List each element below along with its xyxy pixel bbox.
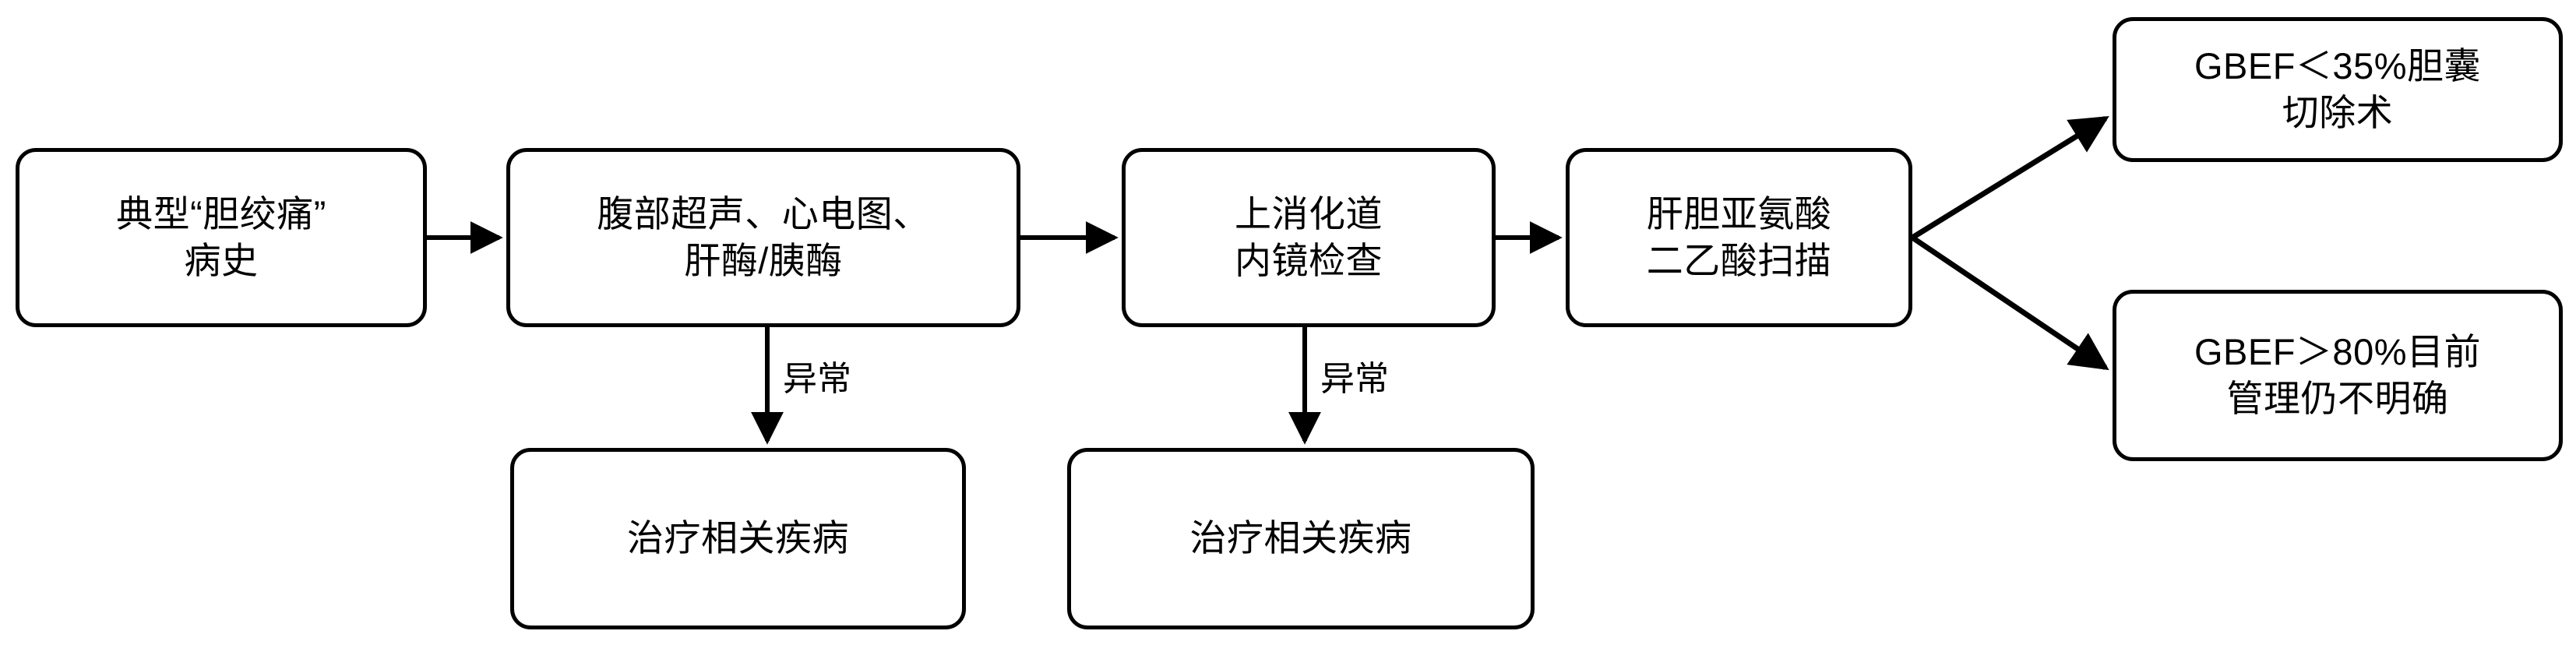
node-endoscopy[interactable]: 上消化道 内镜检查	[1122, 148, 1496, 327]
node-treat-related-disease-2[interactable]: 治疗相关疾病	[1067, 448, 1535, 629]
edge-label-abnormal-1: 异常	[783, 360, 851, 398]
node-gbef-high-unclear[interactable]: GBEF＞80%目前 管理仍不明确	[2113, 290, 2563, 461]
edge-label-abnormal-2: 异常	[1320, 360, 1389, 398]
edge-hida-to-gbef-low	[1911, 116, 2109, 240]
node-treat-related-disease-1[interactable]: 治疗相关疾病	[510, 448, 966, 629]
node-history[interactable]: 典型“胆绞痛” 病史	[16, 148, 427, 327]
node-hida-scan[interactable]: 肝胆亚氨酸 二乙酸扫描	[1566, 148, 1912, 327]
node-workup[interactable]: 腹部超声、心电图、 肝酶/胰酶	[506, 148, 1020, 327]
edge-hida-to-gbef-high	[1911, 235, 2109, 371]
node-gbef-low-cholecystectomy[interactable]: GBEF＜35%胆囊 切除术	[2113, 17, 2563, 162]
